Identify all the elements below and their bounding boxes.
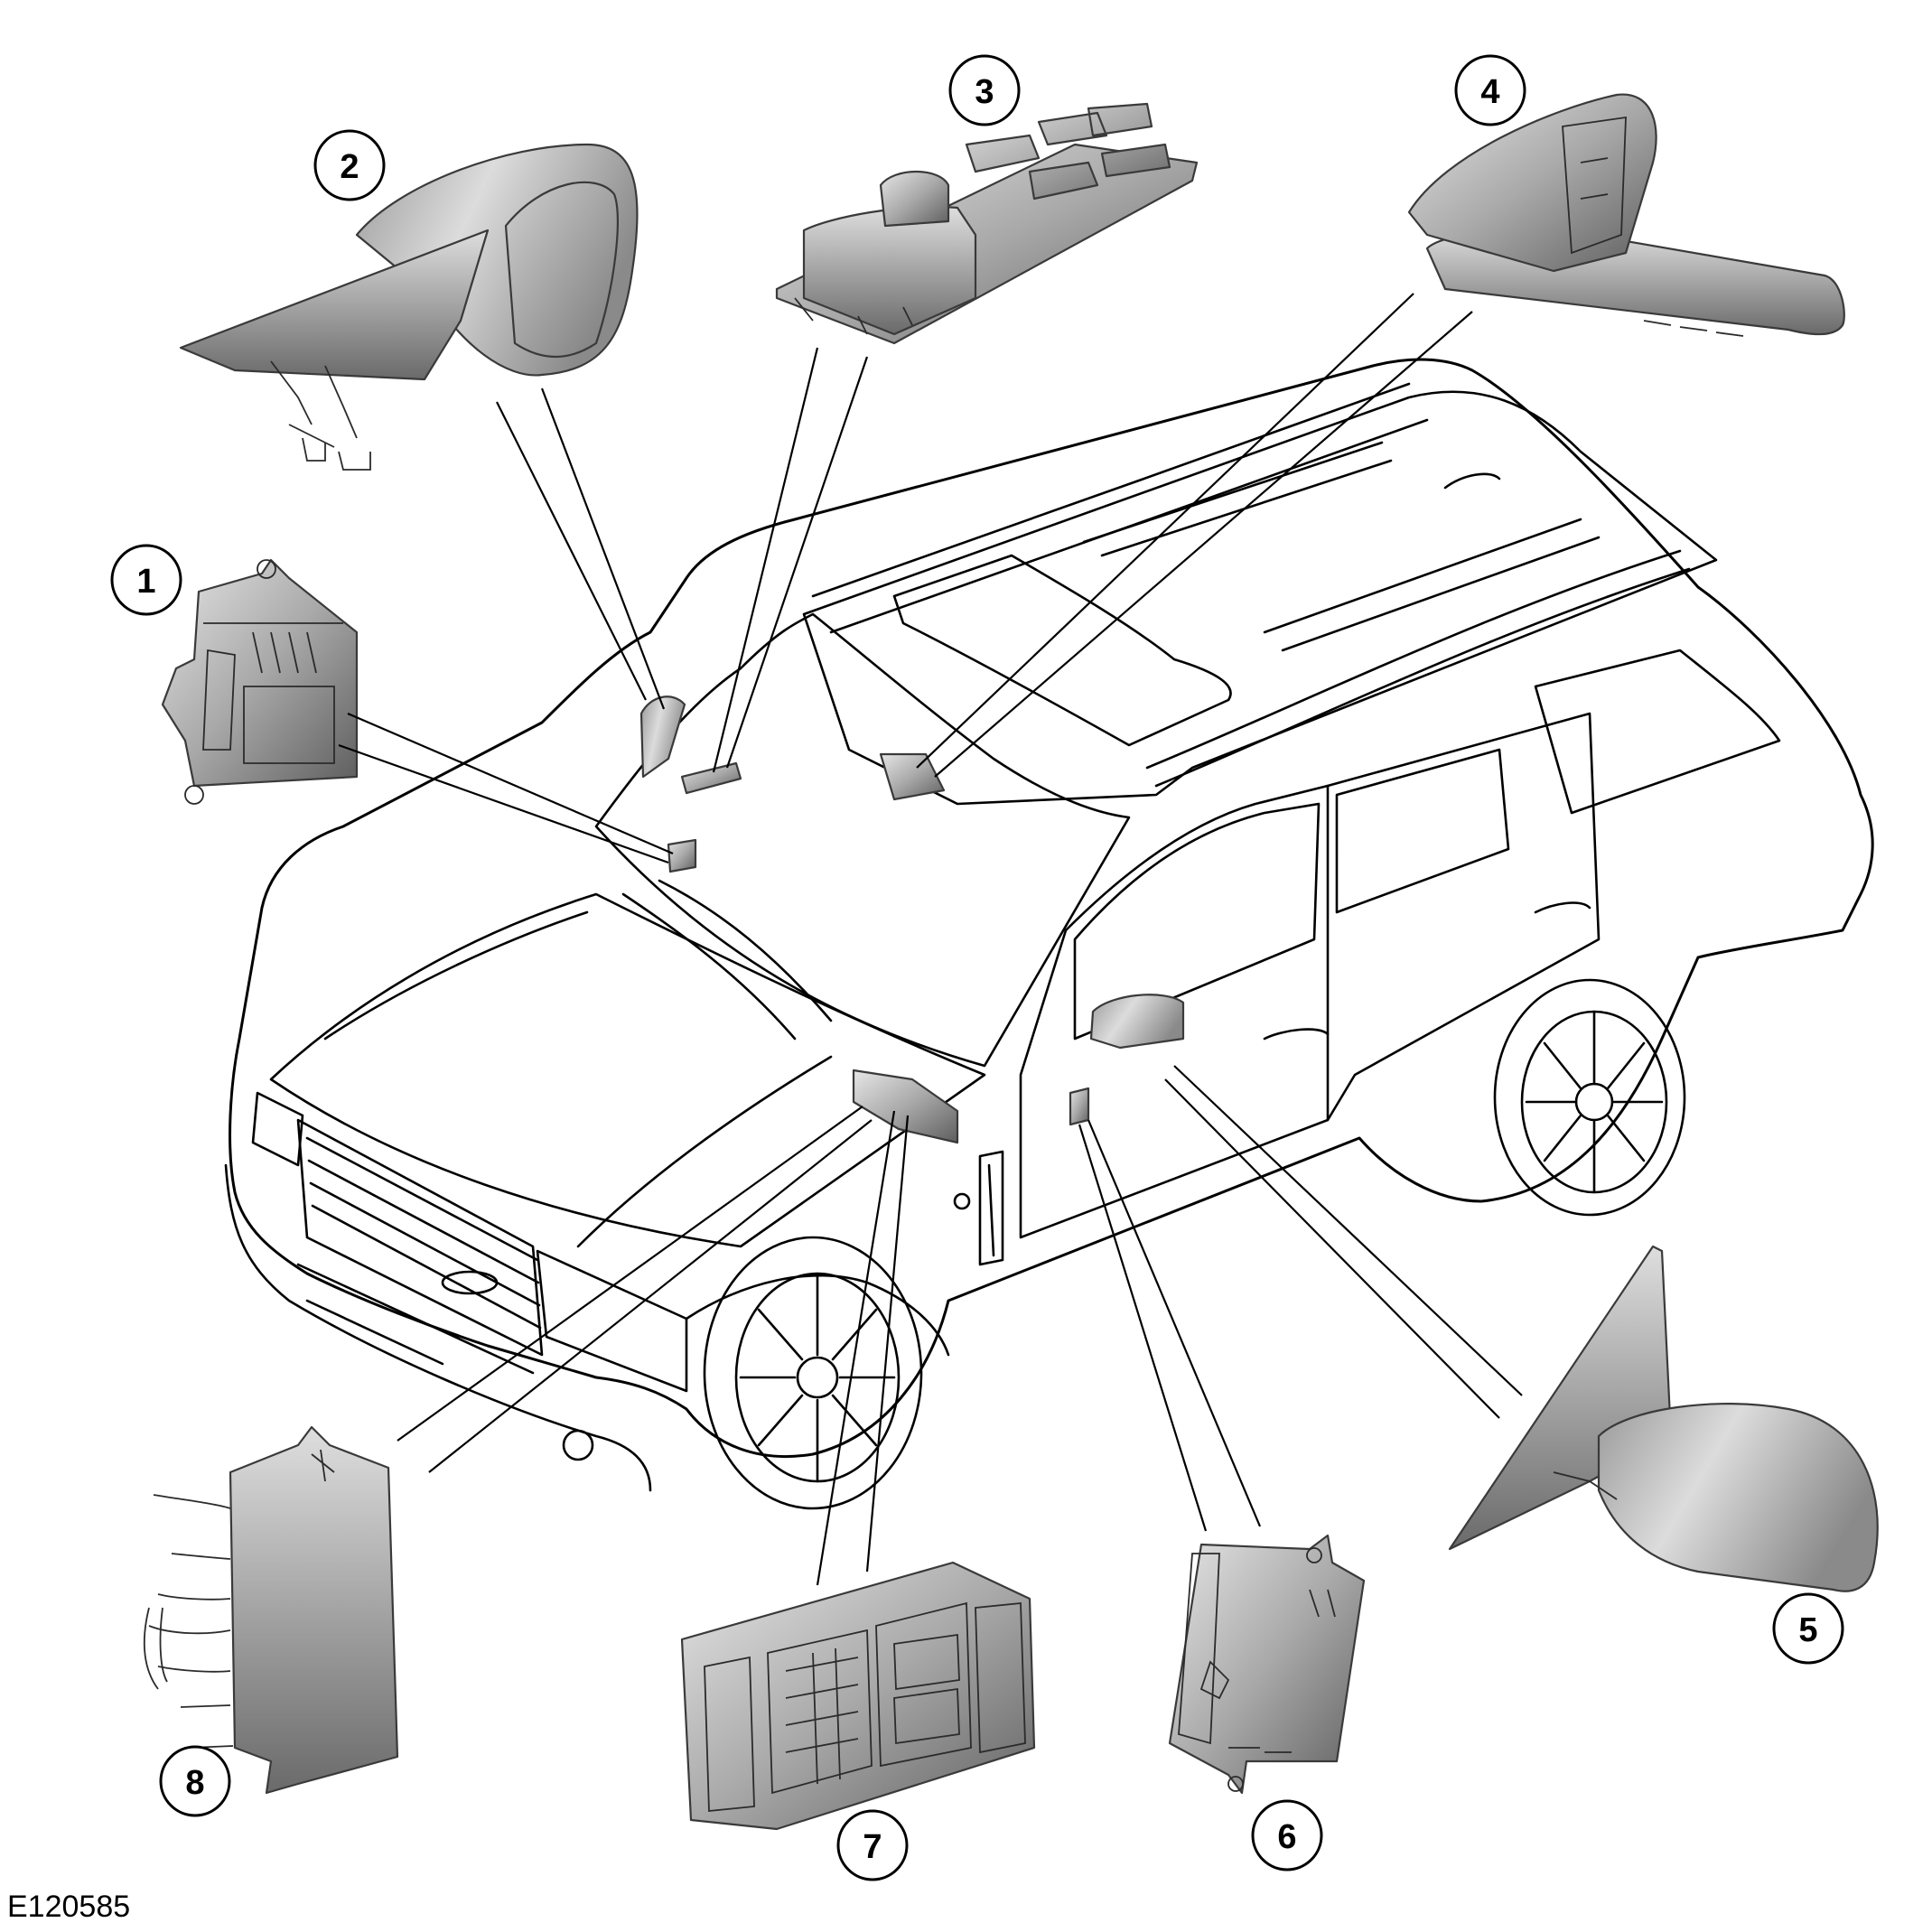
leader-8a xyxy=(397,1106,863,1442)
component-2-exterior-mirror xyxy=(179,143,639,471)
vehicle-module-7 xyxy=(852,1069,959,1144)
leader-3a xyxy=(712,347,819,773)
leader-6b xyxy=(1087,1119,1262,1527)
callout-4: 4 xyxy=(1454,54,1526,126)
front-bumper xyxy=(224,1163,652,1492)
leader-6a xyxy=(1078,1124,1208,1532)
leader-7a xyxy=(816,1110,896,1586)
leader-8b xyxy=(428,1119,873,1473)
leader-4b xyxy=(934,311,1473,778)
callout-8-number: 8 xyxy=(185,1764,204,1802)
leader-2a xyxy=(496,401,647,701)
callout-3: 3 xyxy=(948,54,1021,126)
component-3-switch-pack xyxy=(775,102,1199,345)
vehicle-rear-view-mirror xyxy=(879,752,946,801)
leader-7b xyxy=(865,1115,910,1573)
headlight-left xyxy=(251,1091,304,1167)
vehicle-mirror-right xyxy=(1089,994,1185,1050)
quarter-window xyxy=(1534,649,1781,815)
fog-lamp xyxy=(562,1429,594,1461)
front-door xyxy=(1019,784,1330,1239)
vehicle-module-1 xyxy=(667,838,697,873)
hood xyxy=(269,892,986,1248)
callout-1-number: 1 xyxy=(136,563,155,601)
front-fender xyxy=(685,1274,950,1357)
callout-5-number: 5 xyxy=(1798,1611,1817,1649)
rear-window xyxy=(1335,748,1510,914)
leader-1b xyxy=(338,743,669,864)
front-window xyxy=(1073,802,1321,1041)
component-1-module xyxy=(161,558,359,805)
grille xyxy=(296,1118,544,1357)
front-wheel xyxy=(703,1236,923,1510)
grille-lines xyxy=(305,1136,542,1330)
leader-2b xyxy=(540,387,666,710)
callout-2-number: 2 xyxy=(340,148,359,186)
leader-1a xyxy=(347,712,674,855)
door-handles xyxy=(1263,901,1591,1041)
hood-crease xyxy=(323,910,833,1248)
vehicle-line-art xyxy=(224,358,1874,1510)
rear-door xyxy=(1326,712,1601,1122)
component-4-rear-view-mirror xyxy=(1407,93,1845,337)
roof-outline xyxy=(802,390,1718,806)
component-6-module xyxy=(1168,1534,1366,1795)
callout-6: 6 xyxy=(1251,1799,1323,1871)
callout-6-number: 6 xyxy=(1277,1818,1296,1856)
callout-4-number: 4 xyxy=(1480,73,1499,111)
leader-3b xyxy=(725,356,869,769)
figure-id: E120585 xyxy=(7,1890,131,1924)
sunroof xyxy=(892,554,1232,747)
leader-5a xyxy=(1173,1065,1523,1396)
badge xyxy=(441,1270,499,1295)
callout-7-number: 7 xyxy=(863,1828,882,1866)
rear-wheel xyxy=(1493,978,1686,1217)
callout-3-number: 3 xyxy=(975,73,994,111)
callout-8: 8 xyxy=(159,1745,231,1817)
callout-2: 2 xyxy=(313,129,386,201)
leader-4a xyxy=(916,293,1414,769)
headlight-right xyxy=(536,1249,688,1393)
side-vent xyxy=(978,1150,1004,1266)
vehicle-module-6 xyxy=(1069,1087,1090,1126)
component-8-module xyxy=(143,1425,399,1795)
callout-7: 7 xyxy=(836,1809,909,1881)
vehicle-door-switch-pack xyxy=(680,761,742,795)
vehicle-mirror-left xyxy=(639,695,686,779)
component-7-junction-box xyxy=(680,1561,1036,1831)
callout-5: 5 xyxy=(1772,1592,1844,1665)
leader-lines xyxy=(338,293,1523,1586)
callout-1: 1 xyxy=(110,544,182,616)
vehicle-body-outline xyxy=(229,358,1874,1459)
roof-rail-right xyxy=(1145,549,1691,788)
leader-5b xyxy=(1164,1078,1500,1419)
component-5-exterior-mirror xyxy=(1448,1245,1879,1592)
side-marker xyxy=(953,1192,971,1210)
